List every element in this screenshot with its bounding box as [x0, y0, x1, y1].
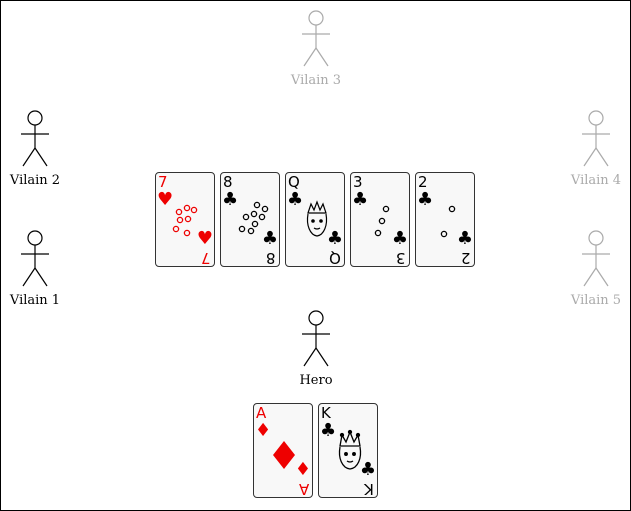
board-card: 7 ♥ ♥ 7 — [155, 172, 215, 267]
card-rank: 7 — [158, 173, 168, 191]
player-name: Vilain 3 — [290, 73, 342, 88]
suit-icon: ♦ — [294, 459, 311, 480]
card-rank: 3 — [396, 249, 406, 267]
suit-icon: ♣ — [359, 459, 376, 480]
board-card: 3 ♣ ♣ 3 — [350, 172, 410, 267]
suit-icon: ♣ — [352, 189, 369, 210]
card-rank: 2 — [461, 249, 471, 267]
card-rank: 7 — [201, 249, 211, 267]
card-pips — [374, 205, 390, 237]
suit-icon: ♣ — [320, 420, 337, 441]
stick-figure-icon — [582, 110, 610, 167]
board-card: 2 ♣ ♣ 2 — [415, 172, 475, 267]
suit-icon: ♣ — [456, 228, 473, 249]
card-rank: A — [256, 404, 267, 422]
king-face-icon — [338, 429, 362, 470]
stick-figure-icon — [21, 110, 49, 167]
card-rank: 8 — [266, 249, 276, 267]
player-hero: Hero — [276, 310, 356, 388]
stick-figure-icon — [302, 310, 330, 367]
card-rank: 2 — [418, 173, 428, 191]
card-rank: K — [364, 480, 374, 498]
player-name: Vilain 2 — [9, 173, 61, 188]
suit-icon: ♥ — [157, 189, 174, 210]
player-vilain-1: Vilain 1 — [1, 230, 75, 308]
card-pips — [172, 204, 198, 237]
card-rank: A — [298, 480, 309, 498]
player-vilain-4: Vilain 4 — [556, 110, 630, 188]
card-pips — [238, 201, 269, 235]
suit-icon: ♣ — [391, 228, 408, 249]
queen-face-icon — [306, 200, 328, 237]
suit-icon: ♥ — [196, 228, 213, 249]
card-rank: K — [321, 404, 331, 422]
card-pips — [440, 205, 456, 238]
suit-icon: ♣ — [222, 189, 239, 210]
hero-card[interactable]: A ♦ ♦ A — [253, 403, 313, 498]
board-card: 8 ♣ ♣ 8 — [220, 172, 280, 267]
player-vilain-2: Vilain 2 — [1, 110, 75, 188]
card-rank: 8 — [223, 173, 233, 191]
player-vilain-3: Vilain 3 — [276, 10, 356, 88]
suit-icon: ♣ — [417, 189, 434, 210]
player-name: Hero — [299, 373, 333, 388]
player-name: Vilain 4 — [570, 173, 622, 188]
player-name: Vilain 5 — [570, 293, 622, 308]
stick-figure-icon — [582, 230, 610, 287]
suit-icon: ♣ — [261, 228, 278, 249]
card-rank: Q — [288, 173, 300, 191]
board-card: Q ♣ ♣ Q — [285, 172, 345, 267]
hero-card[interactable]: K ♣ ♣ K — [318, 403, 378, 498]
diamond-pip-icon — [273, 441, 295, 469]
card-rank: 3 — [353, 173, 363, 191]
stick-figure-icon — [302, 10, 330, 67]
suit-icon: ♣ — [326, 228, 343, 249]
card-rank: Q — [329, 249, 341, 267]
suit-icon: ♦ — [255, 420, 272, 441]
suit-icon: ♣ — [287, 189, 304, 210]
stick-figure-icon — [21, 230, 49, 287]
player-name: Vilain 1 — [9, 293, 61, 308]
player-vilain-5: Vilain 5 — [556, 230, 630, 308]
